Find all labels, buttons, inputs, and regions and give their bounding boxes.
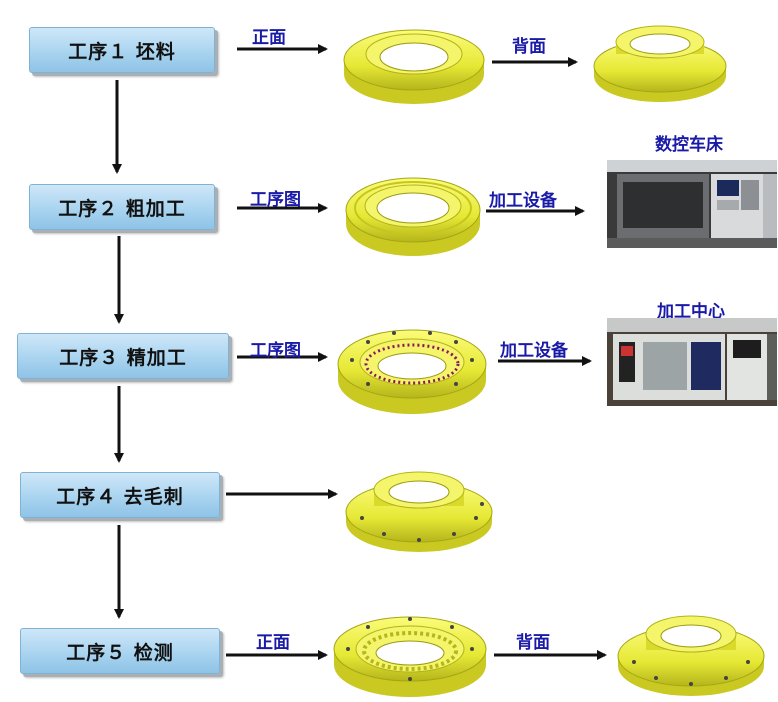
blank-part-back-image [593,25,727,102]
label-back: 背面 [512,37,546,57]
blank-part-front-image [343,29,485,104]
step-4-box: 工序４ 去毛刺 [20,472,220,518]
deburred-part-image [345,471,493,552]
label-equipment-3: 加工设备 [500,341,568,361]
inspection-part-back-image [617,615,765,696]
step-5-label: 工序５ 检测 [66,641,174,664]
step-2-label: 工序２ 粗加工 [58,197,186,220]
label-front: 正面 [252,28,286,48]
step-3-label: 工序３ 精加工 [59,346,187,369]
label-process-drawing-2: 工序图 [250,190,301,210]
cnc-lathe-photo [607,160,777,248]
machine-title-machining-center: 加工中心 [657,302,725,322]
machining-center-photo [607,318,777,406]
inspection-part-front-image [333,616,487,697]
step-2-box: 工序２ 粗加工 [29,184,215,230]
step-5-box: 工序５ 检测 [20,628,220,674]
label-front-5: 正面 [256,633,290,653]
label-process-drawing-3: 工序图 [250,341,301,361]
rough-machined-part-image [345,177,481,256]
label-equipment-2: 加工设备 [489,191,557,211]
step-3-box: 工序３ 精加工 [17,333,229,379]
machine-title-cnc-lathe: 数控车床 [655,135,723,155]
step-4-label: 工序４ 去毛刺 [56,485,184,508]
finish-machined-part-image [337,329,487,414]
step-1-box: 工序１ 坯料 [29,27,215,73]
step-1-label: 工序１ 坯料 [68,40,176,63]
label-back-5: 背面 [516,633,550,653]
